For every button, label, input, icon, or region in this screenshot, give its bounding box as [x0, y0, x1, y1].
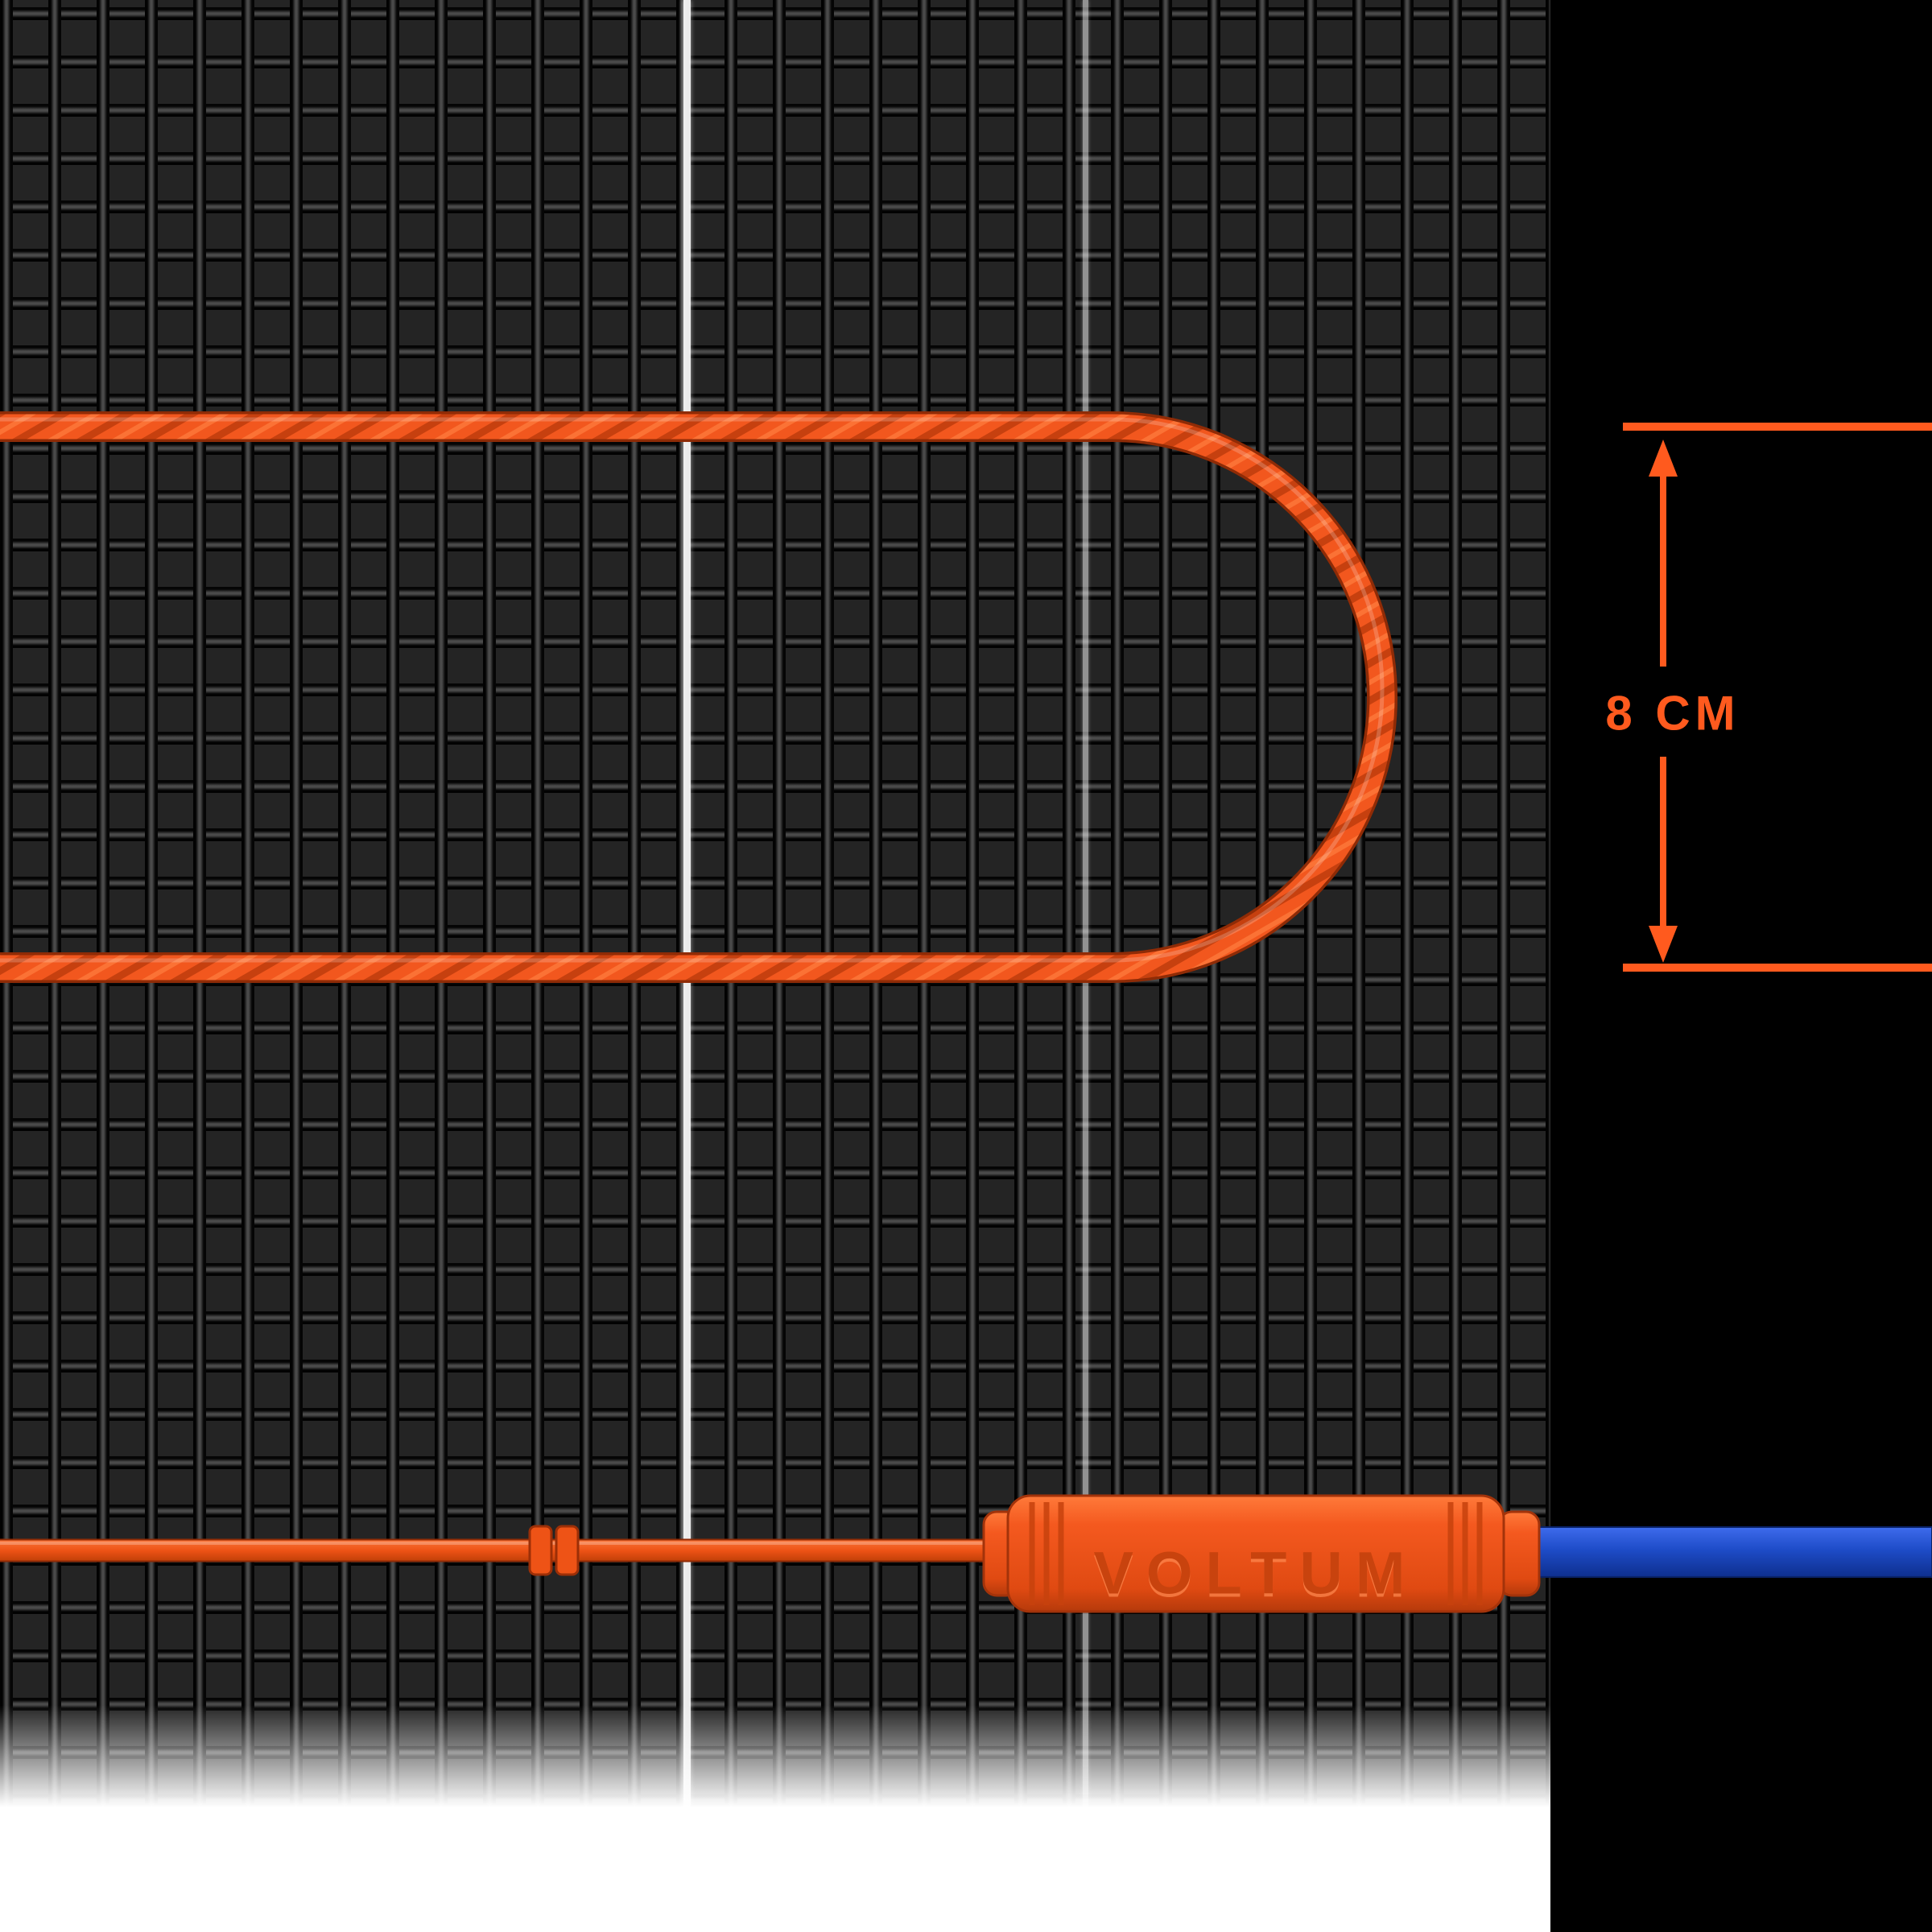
- floor-white-strip: [0, 1807, 1550, 1932]
- heating-cable-highlight: [0, 417, 1385, 963]
- power-lead-blue: [1513, 1526, 1932, 1578]
- connector: VOLTUM VOLTUM: [982, 1494, 1541, 1613]
- brand-text: VOLTUM: [1094, 1540, 1418, 1607]
- dimension-arrow-down-icon: [1649, 926, 1678, 963]
- dimension-arrow-shaft: [1660, 477, 1666, 667]
- dimension-line-top: [1623, 423, 1932, 431]
- dimension-annotation: 8 CM: [1605, 423, 1932, 972]
- connector-ribs: [1029, 1502, 1483, 1605]
- cable-clip: [555, 1525, 580, 1576]
- dimension-label: 8 CM: [1605, 687, 1740, 741]
- mesh-highlight-streak: [1083, 0, 1088, 1807]
- cable-clip: [528, 1525, 553, 1576]
- connector-body: [1006, 1494, 1505, 1613]
- heating-cable: [0, 414, 1395, 980]
- dimension-arrow-up-icon: [1649, 440, 1678, 477]
- brand-text-emboss: VOLTUM: [1094, 1543, 1418, 1610]
- dimension-line-bottom: [1623, 964, 1932, 972]
- heating-cable-outline: [0, 411, 1397, 983]
- mesh-bottom-fade: [0, 1705, 1550, 1807]
- mesh-highlight-streak: [683, 0, 691, 1807]
- dimension-arrow-shaft: [1660, 757, 1666, 926]
